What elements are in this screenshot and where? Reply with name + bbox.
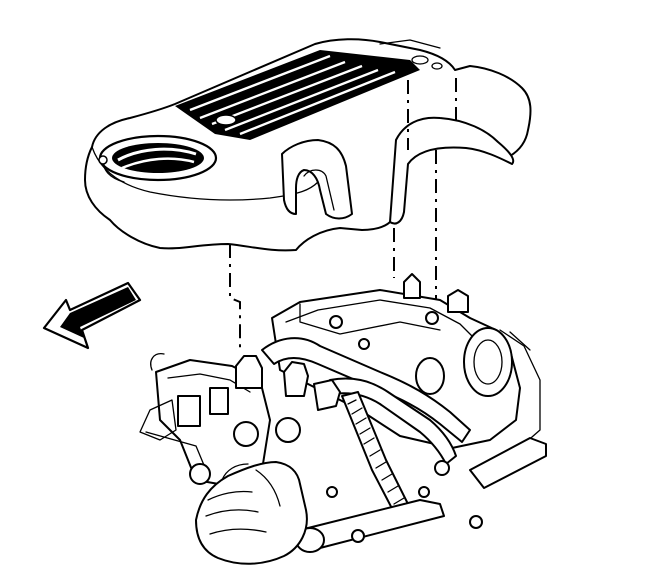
engine-cover-emblem — [379, 39, 443, 70]
engine-cover-right-leg — [389, 116, 515, 225]
engine-cover-center-notch — [281, 139, 353, 220]
engine-cover-front-band — [91, 146, 319, 201]
right-pipe — [469, 437, 547, 489]
engine-assembly — [139, 273, 547, 565]
mount-posts — [329, 273, 469, 350]
throttle-body — [415, 327, 541, 445]
engine-cover-air-inlet — [98, 134, 218, 183]
hand — [195, 461, 308, 565]
left-components — [139, 353, 341, 487]
fasteners — [326, 486, 483, 543]
engine-cover-notch-inner — [303, 169, 335, 211]
direction-arrow-icon — [42, 281, 142, 350]
coolant-hose-upper — [261, 337, 471, 443]
installation-guide-lines — [229, 78, 457, 350]
engine-cover — [84, 38, 532, 252]
fitting-nut — [434, 460, 450, 476]
engine-cover-ribs — [175, 50, 420, 140]
intake-housing-top — [285, 299, 477, 341]
